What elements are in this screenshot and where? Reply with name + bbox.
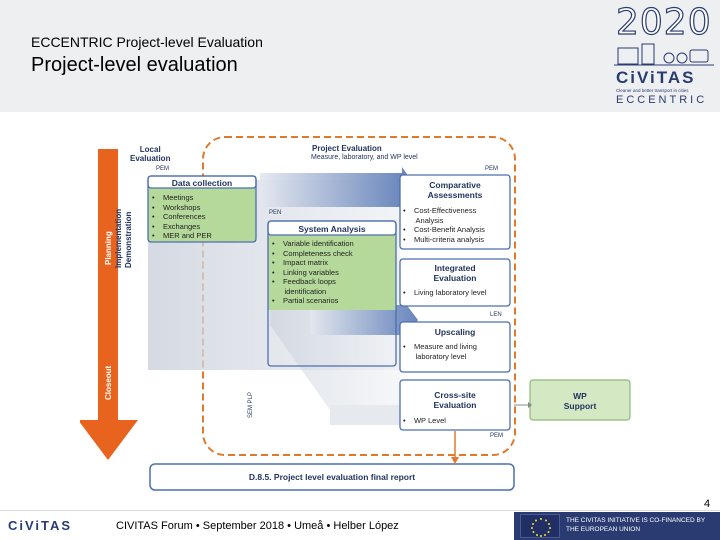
phase-demonstration: Demonstration: [124, 211, 133, 268]
upscaling-bullets: • Measure and living laboratory level: [403, 342, 477, 361]
upscaling-item: • Measure and living: [403, 342, 477, 351]
upscaling-box: [399, 321, 511, 373]
final-report-box: [149, 463, 515, 491]
project-evaluation-sub: Measure, laboratory, and WP level: [311, 154, 418, 161]
slide-subtitle: ECCENTRIC Project-level Evaluation: [31, 34, 263, 50]
data-collection-item: • MER and PER: [152, 231, 212, 240]
civitas-2020-logo: 2020 CiViTAS Cleaner and better transpor…: [606, 1, 716, 106]
footer-civitas-logo: CiViTAS: [8, 518, 73, 533]
wp-support-label: WP Support: [563, 391, 597, 411]
arrow-comparative: [260, 167, 418, 213]
slide-title: Project-level evaluation: [31, 54, 238, 76]
comparative-bullets: • Cost-Effectiveness Analysis • Cost-Ben…: [403, 206, 485, 244]
pen-label: PEN: [269, 210, 282, 216]
system-analysis-bullets: • Variable identification • Completeness…: [272, 239, 354, 306]
integrated-bullets: • Living laboratory level: [403, 288, 487, 298]
footer-divider: [0, 510, 720, 511]
upscaling-item: laboratory level: [415, 351, 467, 361]
system-analysis-item: • Variable identification: [272, 239, 354, 248]
evaluation-diagram: Local Evaluation Project Evaluation Meas…: [80, 135, 640, 495]
eu-banner: THE CIVITAS INITIATIVE IS CO-FINANCED BY…: [514, 512, 720, 540]
upscaling-title: Upscaling: [434, 327, 476, 337]
cross-site-title: Cross-site Evaluation: [433, 390, 477, 410]
eu-flag-icon: [520, 514, 560, 538]
comparative-item: Analysis: [415, 215, 444, 225]
local-evaluation-label: Local Evaluation: [130, 145, 171, 163]
wp-support-box: [529, 379, 631, 421]
pem-label-1: PEM: [156, 166, 170, 172]
cross-site-item: • WP Level: [403, 416, 446, 425]
len-label: LEN: [490, 312, 502, 318]
page-number: 4: [704, 498, 711, 510]
logo-eccentric: ECCENTRIC: [616, 94, 708, 106]
system-analysis-list-bg: [268, 235, 396, 310]
system-analysis-box: [267, 220, 397, 367]
system-analysis-item: • Completeness check: [272, 248, 353, 258]
comparative-title: Comparative Assessments: [427, 180, 483, 200]
phase-closeout: Closeout: [104, 365, 113, 400]
system-analysis-item: identification: [284, 286, 327, 296]
system-analysis-item: • Feedback loops: [272, 277, 336, 286]
data-collection-item: • Exchanges: [152, 221, 201, 231]
footer-text: CIVITAS Forum • September 2018 • Umeå • …: [116, 520, 399, 532]
phase-planning: Planning: [104, 231, 113, 265]
cross-site-box: [399, 379, 511, 431]
project-evaluation-label: Project Evaluation: [312, 144, 382, 153]
phase-arrow: [80, 149, 138, 460]
integrated-box: [399, 258, 511, 307]
pem-label-2: PEM: [485, 166, 499, 172]
data-collection-bullets: • Meetings • Workshops • Conferences • E…: [152, 193, 212, 241]
data-collection-item: • Conferences: [152, 212, 206, 221]
phase-implementation: Implementation: [114, 208, 123, 268]
vertical-side-label: SEM PLP: [248, 391, 254, 418]
data-collection-title: Data collection: [171, 178, 233, 188]
integrated-item: • Living laboratory level: [403, 288, 487, 297]
logo-year: 2020: [615, 1, 712, 43]
data-collection-item: • Meetings: [152, 193, 194, 202]
data-collection-box: [147, 175, 257, 243]
eu-cofinanced-text: THE CIVITAS INITIATIVE IS CO-FINANCED BY…: [566, 517, 706, 533]
diagram-shapes: [80, 136, 631, 491]
system-analysis-item: • Linking variables: [272, 267, 339, 277]
system-analysis-title: System Analysis: [298, 224, 366, 234]
data-collection-item: • Workshops: [152, 202, 201, 212]
pem-label-3: PEM: [490, 433, 504, 439]
comparative-item: • Cost-Effectiveness: [403, 206, 477, 215]
comparative-item: • Multi-criteria analysis: [403, 234, 484, 244]
comparative-box: [399, 174, 511, 250]
gray-fan-small: [330, 405, 400, 425]
logo-tagline: Cleaner and better transport in cities: [616, 88, 689, 93]
comparative-item: • Cost-Benefit Analysis: [403, 225, 485, 234]
integrated-title: Integrated Evaluation: [433, 263, 477, 283]
header-band: ECCENTRIC Project-level Evaluation Proje…: [0, 0, 720, 112]
system-analysis-item: • Partial scenarios: [272, 296, 339, 305]
system-analysis-item: • Impact matrix: [272, 258, 328, 267]
logo-civitas: CiViTAS: [616, 68, 696, 87]
final-report-label: D.8.5. Project level evaluation final re…: [248, 472, 416, 482]
logo-city-illustration: [614, 43, 714, 66]
cross-site-bullets: • WP Level: [403, 416, 446, 426]
data-collection-list-bg: [148, 188, 256, 242]
